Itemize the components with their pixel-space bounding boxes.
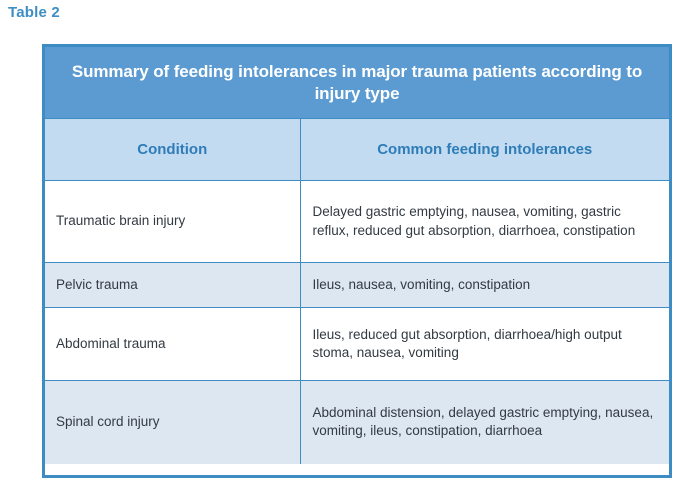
table-row: Pelvic trauma Ileus, nausea, vomiting, c… [45, 262, 669, 309]
cell-condition: Traumatic brain injury [45, 180, 301, 264]
data-table: Condition Common feeding intolerances Tr… [45, 118, 669, 464]
table-row: Spinal cord injury Abdominal distension,… [45, 380, 669, 464]
cell-intolerances: Ileus, reduced gut absorption, diarrhoea… [299, 307, 669, 382]
table-row: Traumatic brain injury Delayed gastric e… [45, 180, 669, 264]
table-header: Condition Common feeding intolerances [45, 118, 669, 182]
figure-caption: Table 2 [8, 4, 60, 21]
cell-intolerances: Abdominal distension, delayed gastric em… [299, 380, 669, 464]
cell-condition: Abdominal trauma [45, 307, 301, 382]
table-container: Summary of feeding intolerances in major… [42, 44, 672, 478]
column-header-condition: Condition [45, 118, 301, 182]
header-row: Condition Common feeding intolerances [45, 118, 669, 182]
table-body: Traumatic brain injury Delayed gastric e… [45, 180, 669, 464]
column-header-intolerances: Common feeding intolerances [299, 118, 669, 182]
table-title: Summary of feeding intolerances in major… [45, 47, 669, 119]
cell-condition: Pelvic trauma [45, 262, 301, 309]
cell-intolerances: Delayed gastric emptying, nausea, vomiti… [299, 180, 669, 264]
cell-condition: Spinal cord injury [45, 380, 301, 464]
table-row: Abdominal trauma Ileus, reduced gut abso… [45, 307, 669, 382]
cell-intolerances: Ileus, nausea, vomiting, constipation [299, 262, 669, 309]
